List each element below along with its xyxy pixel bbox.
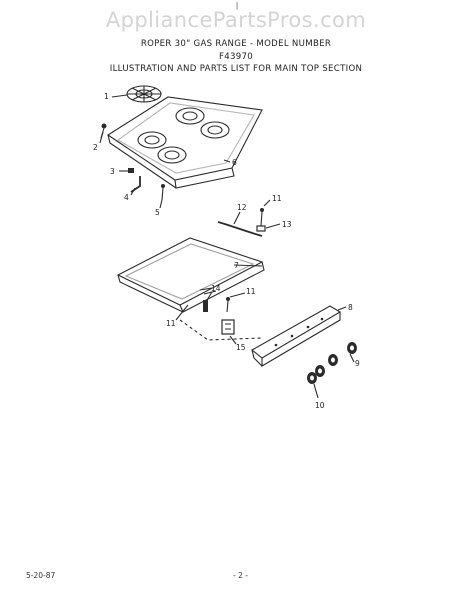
- callout-13: 13: [282, 220, 292, 229]
- callout-11-upper: 11: [272, 194, 282, 203]
- revision-date: 5-20-87: [26, 571, 56, 580]
- callout-7: 7: [234, 261, 239, 270]
- burner-grate: [126, 85, 162, 103]
- callout-11-middle: 11: [246, 287, 256, 296]
- manifold-panel-part-8: [251, 305, 342, 367]
- diagram-title: ROPER 30" GAS RANGE - MODEL NUMBER: [140, 39, 332, 49]
- leader-lines: [99, 94, 355, 399]
- burner-rear-left: [175, 107, 205, 125]
- callout-4: 4: [124, 193, 129, 202]
- callout-9: 9: [355, 359, 360, 368]
- valve-part-15: [221, 319, 235, 335]
- callout-6: 6: [232, 158, 237, 167]
- callout-5: 5: [155, 208, 160, 217]
- knob-part-10-upper: [315, 365, 325, 377]
- screw-part-5: [161, 184, 165, 201]
- callout-11-lower: 11: [166, 319, 176, 328]
- page-number: - 2 -: [233, 571, 248, 580]
- main-top-panel: [106, 96, 263, 189]
- burner-front-right: [157, 146, 187, 164]
- burner-rear-right: [200, 121, 230, 139]
- clip-part-3: [128, 168, 134, 173]
- knob-part-9-upper: [347, 342, 357, 354]
- burner-front-left: [137, 131, 167, 149]
- callout-1: 1: [104, 92, 109, 101]
- bracket-part-14: [203, 300, 208, 312]
- callout-2: 2: [93, 143, 98, 152]
- callout-15: 15: [236, 343, 246, 352]
- screw-part-11-middle: [226, 297, 230, 313]
- assembly-guide-line: [179, 319, 263, 341]
- callout-3: 3: [110, 167, 115, 176]
- watermark: AppliancePartsPros.com: [105, 8, 367, 32]
- page-mark: |: [236, 1, 239, 10]
- callout-8: 8: [348, 303, 353, 312]
- burner-box-part-7: [116, 237, 265, 313]
- callout-12: 12: [237, 203, 247, 212]
- callout-10: 10: [315, 401, 325, 410]
- model-number: F43970: [218, 52, 254, 62]
- screw-part-11-upper: [260, 208, 264, 227]
- clip-part-13: [256, 225, 266, 232]
- rod-part-12: [217, 221, 263, 237]
- knob-part-10-lower: [307, 372, 317, 384]
- support-part-4: [130, 176, 141, 193]
- diagram-subtitle: ILLUSTRATION AND PARTS LIST FOR MAIN TOP…: [109, 64, 363, 74]
- knob-part-9-lower: [328, 354, 338, 366]
- callout-14: 14: [211, 284, 221, 293]
